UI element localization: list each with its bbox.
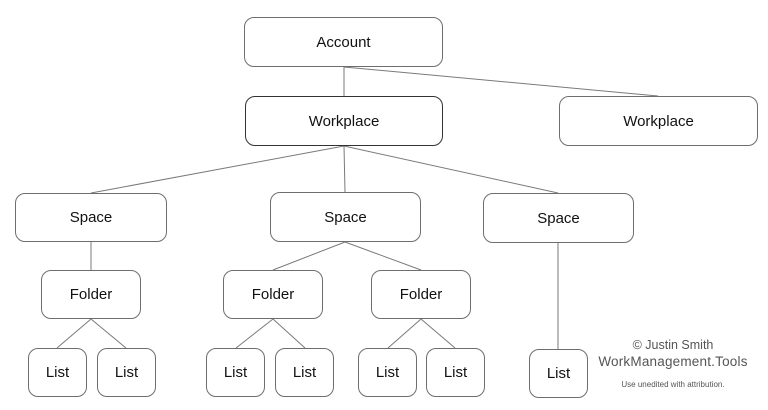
list-node-7: List: [529, 349, 588, 398]
usage-note: Use unedited with attribution.: [621, 380, 725, 389]
copyright-text: © Justin Smith: [632, 338, 714, 352]
edge-workplace-space-3: [343, 145, 559, 194]
folder-node-1: Folder: [41, 270, 141, 319]
space-node-3: Space: [483, 193, 634, 243]
list-node-6: List: [426, 348, 485, 397]
edge-workplace-space-2: [343, 145, 346, 193]
folder-node-2: Folder: [223, 270, 323, 319]
edge-space-2-folder-2: [272, 241, 346, 271]
workplace-node-2: Workplace: [559, 96, 758, 146]
folder-node-3: Folder: [371, 270, 471, 319]
edge-space-2-folder-3: [344, 241, 422, 271]
edge-folder-3-list-6: [420, 318, 456, 349]
space-node-1: Space: [15, 193, 167, 242]
list-node-5: List: [358, 348, 417, 397]
edge-folder-3-list-5: [387, 318, 422, 349]
workplace-node-1: Workplace: [245, 96, 443, 146]
list-node-1: List: [28, 348, 87, 397]
list-node-3: List: [206, 348, 265, 397]
account-node: Account: [244, 17, 443, 67]
edge-workplace-space-1: [90, 145, 345, 194]
edge-account-workplace-2: [343, 66, 659, 97]
space-node-2: Space: [270, 192, 421, 242]
list-node-2: List: [97, 348, 156, 397]
edge-folder-2-list-4: [272, 318, 306, 349]
site-name: WorkManagement.Tools: [598, 354, 748, 369]
edge-folder-2-list-3: [235, 318, 274, 349]
list-node-4: List: [275, 348, 334, 397]
edge-folder-1-list-1: [56, 318, 92, 349]
attribution: © Justin Smith WorkManagement.Tools Use …: [588, 338, 758, 390]
edge-folder-1-list-2: [90, 318, 127, 349]
